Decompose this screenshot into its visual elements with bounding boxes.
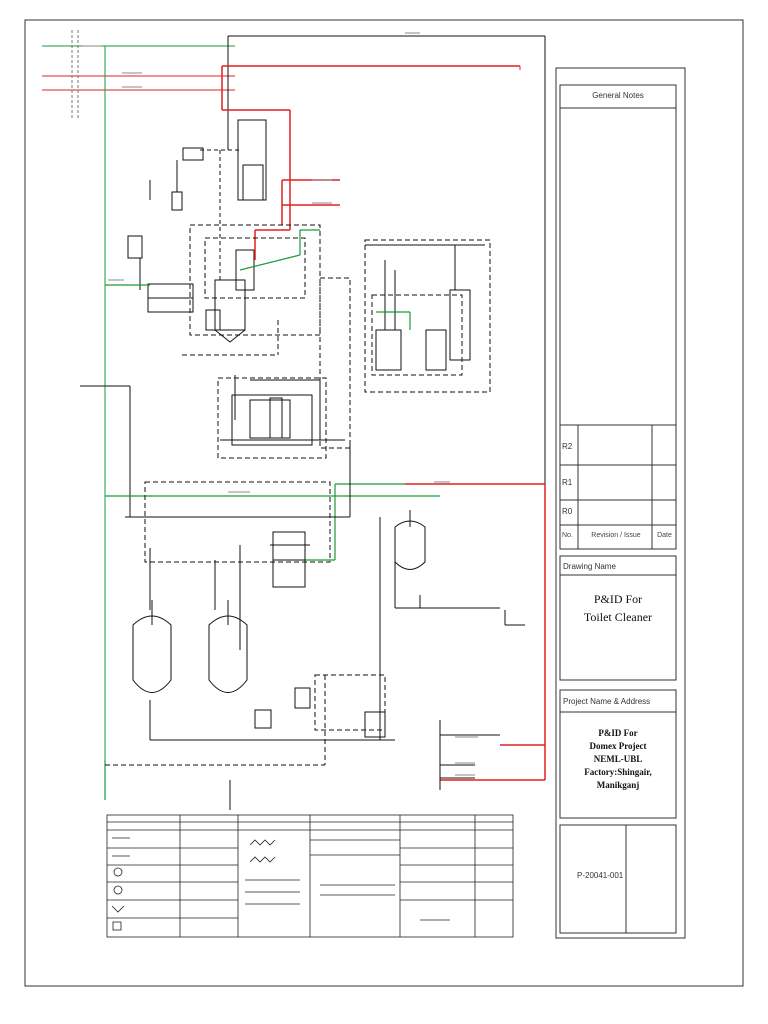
project-line-2: Domex Project bbox=[589, 741, 647, 751]
legend-table bbox=[106, 814, 514, 938]
tag-marks bbox=[82, 32, 478, 776]
drawing-name-line1: P&ID For bbox=[593, 592, 643, 606]
mixing-unit bbox=[272, 531, 306, 588]
header-pipelines bbox=[42, 30, 546, 760]
right-package-enclosure bbox=[364, 239, 491, 393]
right-package-green bbox=[376, 311, 411, 330]
upper-enclosures bbox=[182, 224, 321, 356]
vessel-tank-2 bbox=[208, 600, 248, 693]
revision-no-r0: R0 bbox=[562, 507, 573, 516]
middle-assembly bbox=[80, 375, 345, 517]
cooling-water-lines bbox=[105, 229, 320, 286]
legend-symbols bbox=[111, 837, 450, 931]
lower-enclosures bbox=[105, 481, 386, 766]
project-label: Project Name & Address bbox=[563, 697, 651, 706]
vessel-tank-3 bbox=[394, 510, 426, 570]
sheet-border bbox=[24, 19, 744, 987]
right-package bbox=[365, 244, 485, 371]
lower-cooling-water bbox=[104, 483, 440, 800]
project-line-1: P&ID For bbox=[598, 728, 638, 738]
project-line-5: Manikganj bbox=[596, 780, 640, 790]
pump-cluster bbox=[254, 687, 386, 738]
revision-no-r2: R2 bbox=[562, 442, 573, 451]
revision-header-description: Revision / Issue bbox=[591, 532, 641, 539]
revision-header-no: No. bbox=[562, 532, 573, 539]
project-line-3: NEML-UBL bbox=[593, 754, 643, 764]
revision-no-r1: R1 bbox=[562, 478, 573, 487]
revision-header-date: Date bbox=[657, 532, 672, 539]
drawing-name-label: Drawing Name bbox=[563, 562, 616, 571]
lower-hot-water bbox=[405, 483, 546, 781]
general-notes-label: General Notes bbox=[592, 91, 644, 100]
hot-water-lines bbox=[222, 109, 340, 260]
vessel-tank-1 bbox=[132, 600, 172, 693]
drawing-name-line2: Toilet Cleaner bbox=[583, 610, 653, 624]
drawing-number: P-20041-001 bbox=[577, 871, 624, 880]
middle-enclosures bbox=[217, 277, 351, 459]
project-line-4: Factory:Shingair, bbox=[584, 767, 652, 777]
